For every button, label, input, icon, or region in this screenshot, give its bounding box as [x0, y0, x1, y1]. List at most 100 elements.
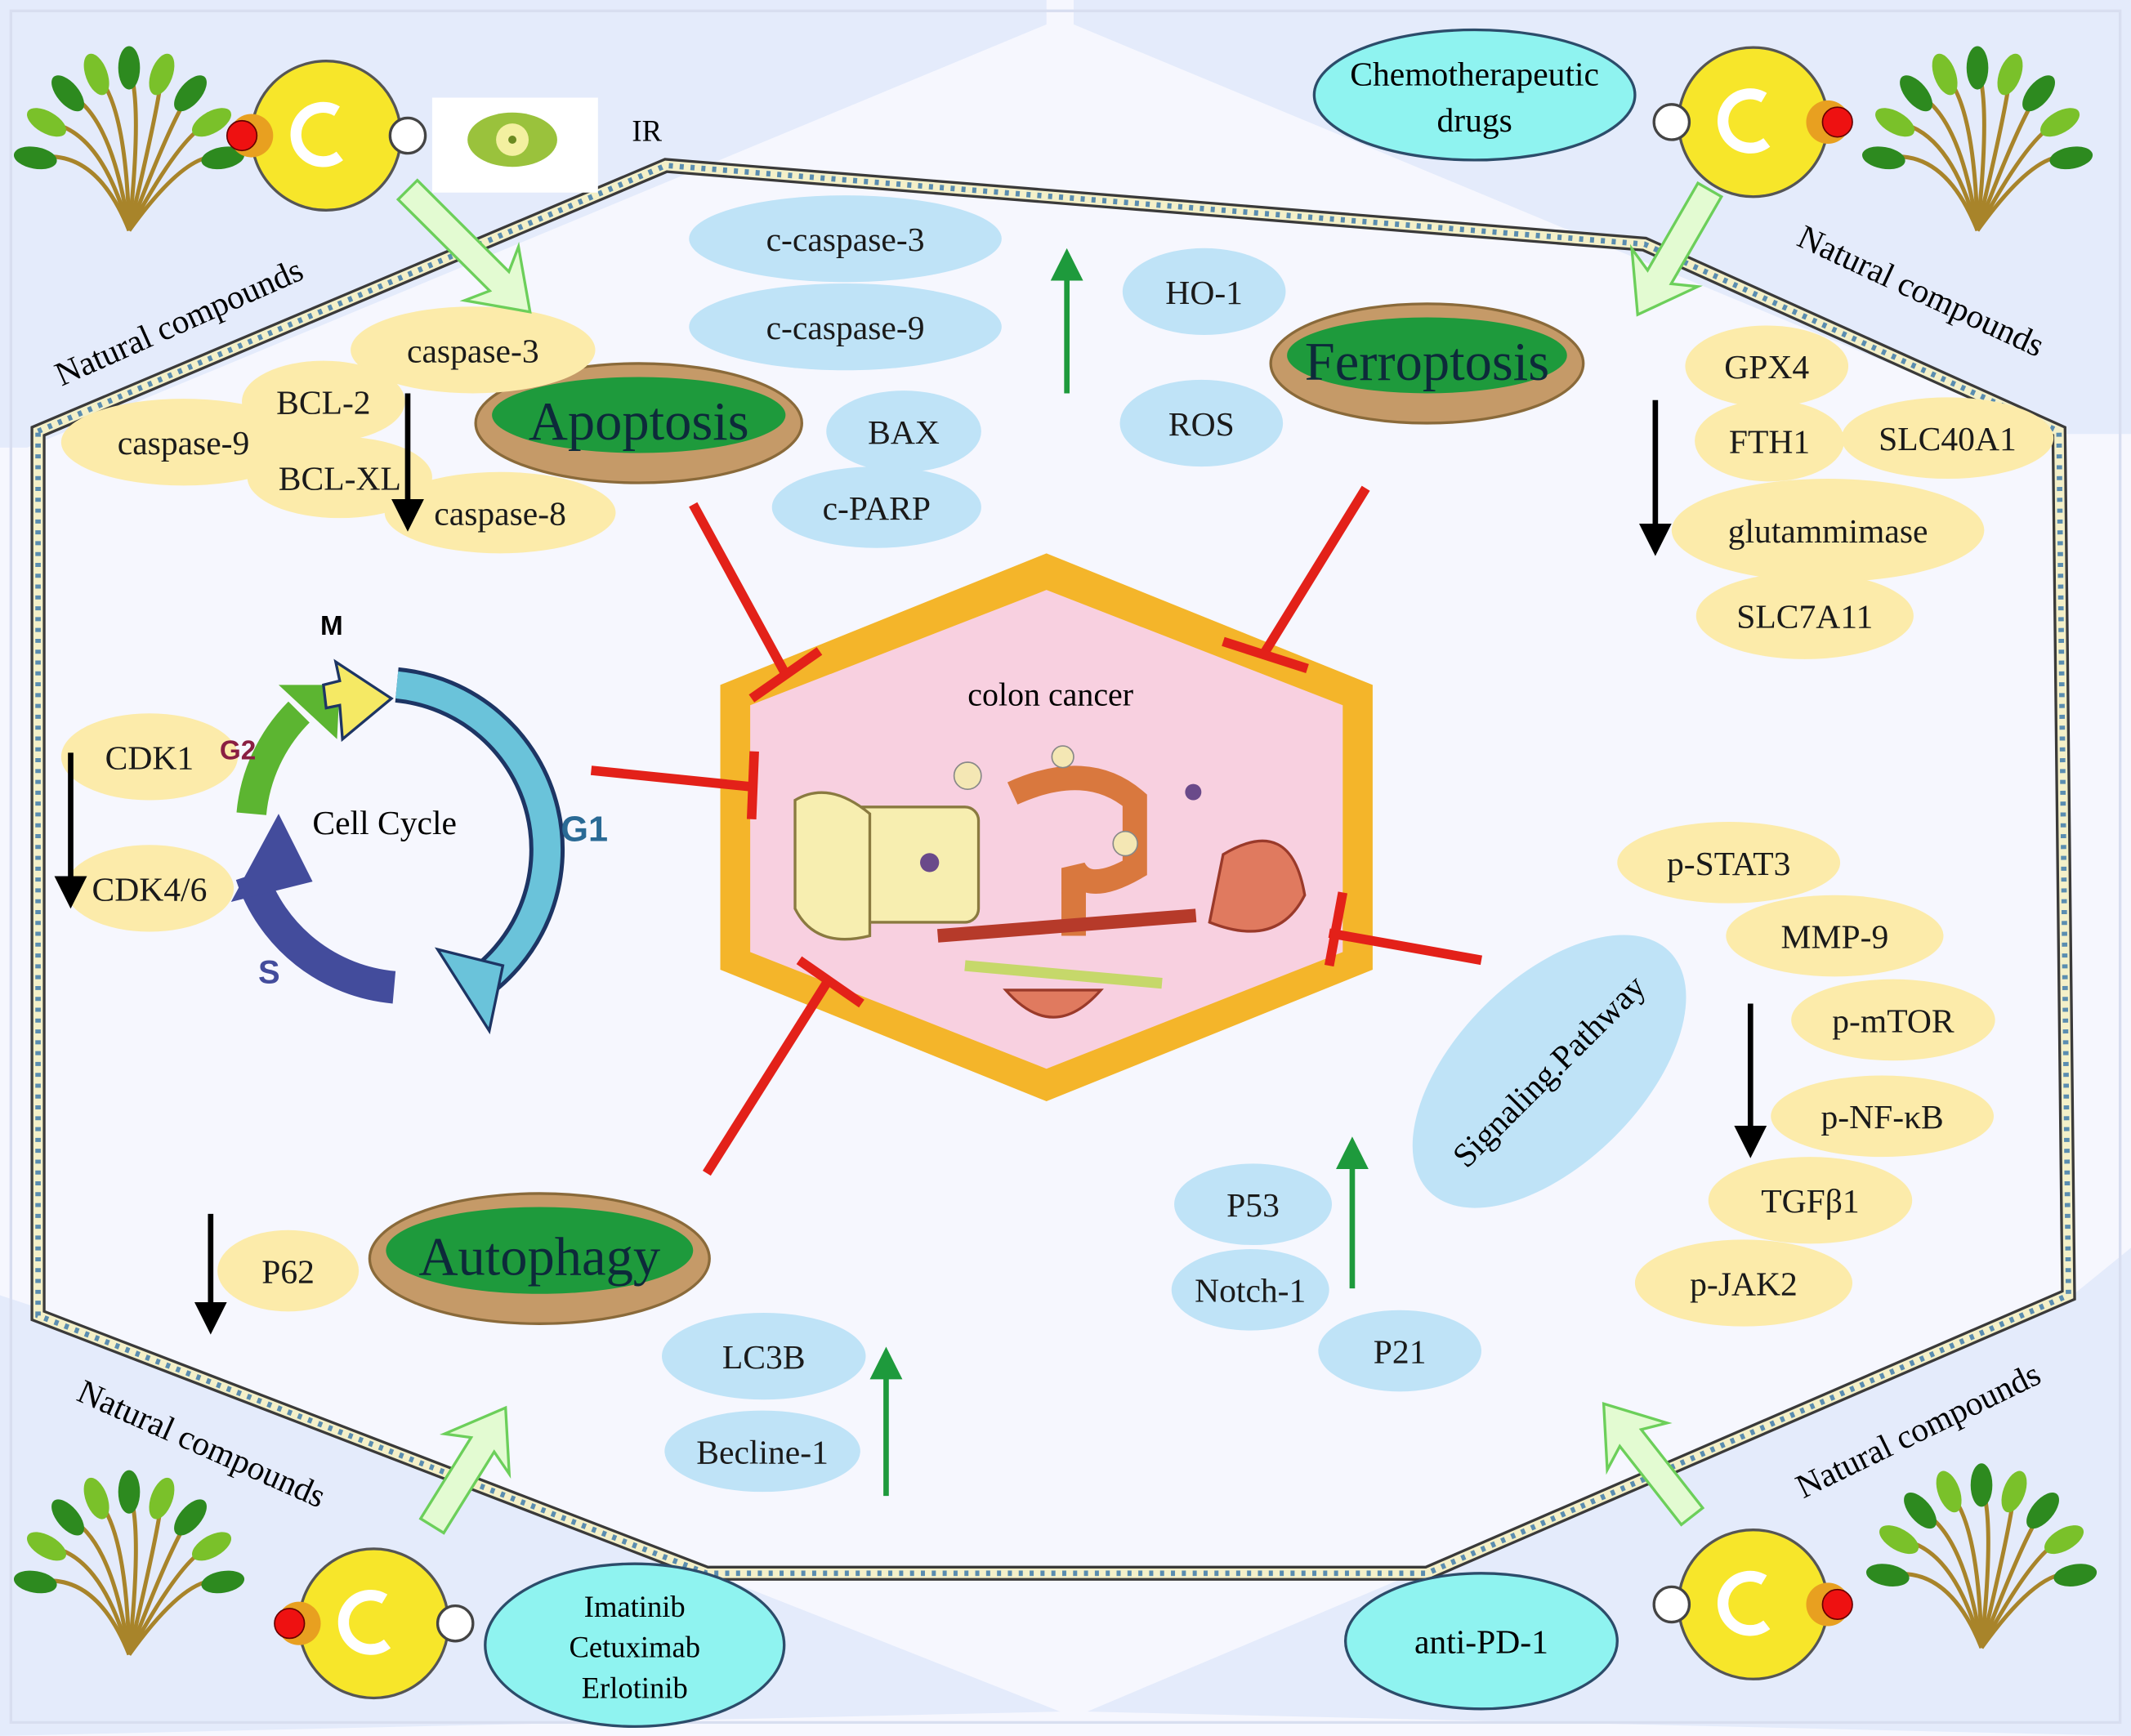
up-marker-becline-1: Becline-1	[664, 1410, 860, 1493]
marker-label: p-STAT3	[1667, 845, 1790, 882]
down-marker-cdk1: CDK1	[60, 713, 239, 801]
marker-label: c-PARP	[823, 489, 931, 527]
marker-label: BCL-XL	[279, 459, 401, 497]
chemo-line-2: drugs	[1436, 101, 1512, 139]
marker-label: P62	[261, 1253, 315, 1291]
up-marker-c-caspase-9: c-caspase-9	[689, 283, 1002, 371]
marker-label: MMP-9	[1781, 917, 1889, 955]
marker-label: CDK1	[105, 739, 194, 776]
phase-g1: G1	[561, 810, 608, 849]
up-marker-p53: P53	[1174, 1163, 1332, 1246]
marker-label: p-NF-κB	[1821, 1098, 1943, 1136]
down-marker-glutammimase: glutammimase	[1671, 479, 1985, 582]
down-marker-caspase-3: caspase-3	[351, 306, 596, 394]
phase-s: S	[258, 955, 280, 991]
up-marker-bax: BAX	[826, 390, 981, 472]
treatment-entry-arrow	[1602, 1401, 1705, 1527]
marker-label: CDK4/6	[92, 870, 208, 908]
down-marker-caspase-8: caspase-8	[384, 471, 616, 554]
chemo-line-1: Chemotherapeutic	[1350, 56, 1599, 93]
ir-label: IR	[632, 114, 662, 148]
down-marker-slc7a11: SLC7A11	[1695, 572, 1914, 659]
inhibition-cell-cycle	[590, 751, 759, 819]
down-marker-caspase-9: caspase-9	[60, 399, 306, 486]
apoptosis-label: Apoptosis	[529, 392, 749, 452]
marker-label: TGFβ1	[1761, 1182, 1859, 1220]
colon-cancer-hexagon: colon cancer	[720, 553, 1373, 1102]
s-arrowhead	[230, 814, 313, 903]
up-marker-p21: P21	[1318, 1310, 1481, 1392]
marker-label: caspase-3	[407, 332, 539, 369]
receptor-icon	[1652, 1528, 1853, 1680]
cell-cycle-label: Cell Cycle	[312, 804, 457, 841]
organs-illustration	[793, 745, 1307, 1019]
plant-icon	[1861, 46, 2093, 232]
down-marker-gpx4: GPX4	[1685, 325, 1849, 408]
cell-membrane	[30, 158, 2076, 1581]
marker-label: SLC7A11	[1736, 598, 1873, 636]
down-marker-p-stat3: p-STAT3	[1617, 822, 1841, 904]
mitochondrion-apoptosis: Apoptosis	[474, 362, 803, 484]
down-marker-fth1: FTH1	[1695, 399, 1845, 482]
down-marker-cdk4-6: CDK4/6	[65, 845, 235, 932]
marker-label: BAX	[868, 413, 940, 451]
marker-label: LC3B	[722, 1338, 806, 1376]
marker-label: caspase-8	[434, 495, 566, 533]
frame	[9, 9, 2122, 1725]
treatment-entry-arrow	[395, 178, 532, 314]
drug-cetuximab: Cetuximab	[569, 1631, 700, 1664]
marker-label: c-caspase-9	[766, 309, 925, 346]
drug-imatinib: Imatinib	[584, 1590, 686, 1623]
targeted-drugs: Imatinib Cetuximab Erlotinib	[484, 1562, 786, 1729]
plant-icon	[13, 1470, 245, 1656]
marker-label: SLC40A1	[1879, 420, 2017, 457]
treatment-entry-arrow	[418, 1405, 512, 1535]
drug-erlotinib: Erlotinib	[582, 1671, 688, 1705]
marker-label: HO-1	[1165, 274, 1243, 311]
marker-label: P53	[1226, 1186, 1280, 1224]
ir-radiation: IR	[431, 97, 663, 193]
marker-label: P21	[1374, 1332, 1427, 1370]
marker-label: Becline-1	[696, 1433, 829, 1470]
down-marker-p-mtor: p-mTOR	[1791, 979, 1995, 1061]
mitochondrion-autophagy: Autophagy	[368, 1192, 711, 1325]
phase-g2: G2	[220, 736, 256, 766]
up-marker-c-parp: c-PARP	[771, 466, 981, 548]
m-arrow	[322, 658, 394, 743]
anti-pd-1-label: anti-PD-1	[1414, 1623, 1548, 1661]
receptor-icon	[274, 1547, 475, 1700]
down-marker-slc40a1: SLC40A1	[1841, 397, 2054, 480]
marker-label: FTH1	[1729, 423, 1810, 461]
plant-icon	[1865, 1463, 2097, 1649]
inhibition-apoptosis	[689, 502, 823, 703]
autophagy-label: Autophagy	[419, 1228, 661, 1287]
marker-label: BCL-2	[276, 383, 370, 421]
receptor-icon	[1652, 46, 1853, 199]
receptor-icon	[226, 60, 427, 212]
down-marker-mmp-9: MMP-9	[1726, 895, 1944, 977]
ferroptosis-label: Ferroptosis	[1305, 332, 1549, 392]
cell-cycle: Cell Cycle M G2 G1 S	[220, 611, 608, 1035]
marker-label: c-caspase-3	[766, 221, 925, 258]
plant-icon	[13, 46, 245, 232]
marker-label: p-mTOR	[1832, 1002, 1955, 1039]
inhibition-ferroptosis	[1222, 485, 1370, 673]
up-marker-ho-1: HO-1	[1122, 248, 1286, 336]
down-marker-p62: P62	[217, 1229, 360, 1312]
anti-pd-1: anti-PD-1	[1343, 1572, 1619, 1711]
up-marker-ros: ROS	[1119, 379, 1284, 467]
marker-label: p-JAK2	[1690, 1265, 1798, 1302]
down-marker-tgf-1: TGFβ1	[1708, 1157, 1913, 1244]
mitochondrion-ferroptosis: Ferroptosis	[1269, 302, 1585, 425]
marker-label: caspase-9	[118, 424, 250, 462]
treatment-entry-arrow	[1629, 181, 1724, 317]
up-marker-notch-1: Notch-1	[1171, 1249, 1329, 1331]
inhibition-autophagy	[702, 956, 864, 1176]
center-title: colon cancer	[967, 676, 1133, 712]
down-marker-p-jak2: p-JAK2	[1634, 1239, 1853, 1327]
down-marker-bcl-xl: BCL-XL	[247, 436, 432, 519]
phase-m: M	[320, 611, 343, 641]
inhibition-signaling	[1324, 891, 1482, 967]
